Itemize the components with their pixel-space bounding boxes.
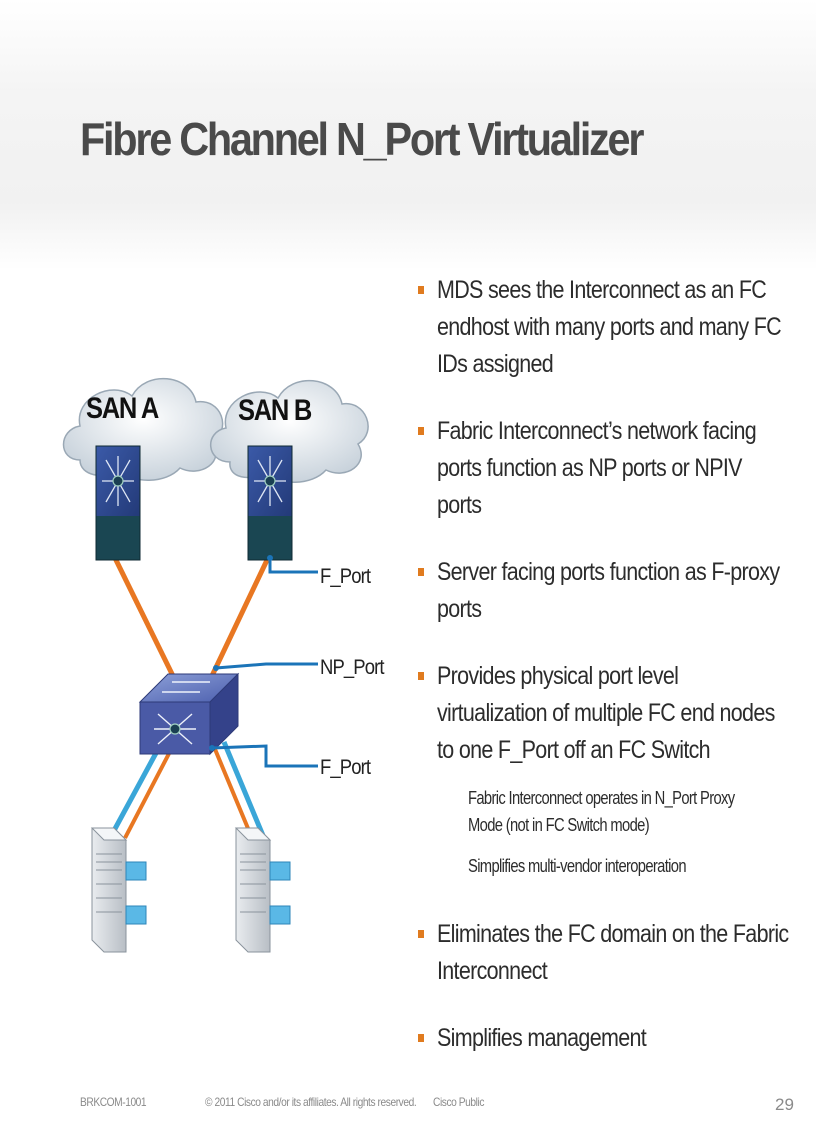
f-port-bottom-callout (209, 744, 318, 768)
mds-switch-b (247, 445, 293, 561)
bullet-list: MDS sees the Interconnect as an FC endho… (418, 272, 789, 1087)
server-links (107, 740, 267, 840)
footer-session-code: BRKCOM-1001 (80, 1095, 147, 1109)
san-a-label: SAN A (86, 392, 159, 425)
bullet-item: Eliminates the FC domain on the Fabric I… (418, 916, 789, 990)
sub-bullet-item: Fabric Interconnect operates in N_Port P… (418, 785, 778, 839)
bullet-item: MDS sees the Interconnect as an FC endho… (418, 272, 782, 383)
san-b-label: SAN B (238, 394, 312, 427)
server-1 (90, 827, 147, 953)
bullet-marker (418, 930, 424, 938)
np-port-callout (213, 662, 318, 671)
title-band (0, 0, 816, 270)
uplink-a (112, 556, 178, 682)
bullet-text: Provides physical port level virtualizat… (437, 662, 775, 764)
f-port-bottom-label: F_Port (320, 756, 371, 779)
npv-topology-diagram: SAN A SAN B F_Port NP_Port F_Port (40, 350, 400, 970)
bullet-text: Eliminates the FC domain on the Fabric I… (437, 920, 789, 985)
bullet-marker (418, 427, 424, 435)
sub-bullet-text: Fabric Interconnect operates in N_Port P… (468, 788, 735, 835)
bullet-item: Server facing ports function as F-proxy … (418, 554, 780, 628)
bullet-marker (418, 672, 424, 680)
uplink-b (207, 556, 271, 682)
f-port-top-label: F_Port (320, 565, 371, 588)
bullet-marker (418, 1034, 424, 1042)
bullet-text: MDS sees the Interconnect as an FC endho… (437, 276, 782, 378)
topology-graphic (62, 377, 369, 953)
fabric-interconnect-switch (138, 672, 240, 756)
page-number: 29 (775, 1095, 794, 1114)
bullet-item: Simplifies management (418, 1020, 778, 1057)
footer-copyright: © 2011 Cisco and/or its affiliates. All … (205, 1095, 417, 1109)
bullet-marker (418, 286, 424, 294)
bullet-text: Fabric Interconnect’s network facing por… (437, 417, 757, 519)
slide-title: Fibre Channel N_Port Virtualizer (80, 113, 644, 165)
footer-classification: Cisco Public (433, 1095, 485, 1109)
f-port-top-callout (267, 555, 318, 574)
sub-bullet-item: Simplifies multi-vendor interoperation (418, 853, 778, 880)
bullet-text: Server facing ports function as F-proxy … (437, 558, 780, 623)
bullet-item: Fabric Interconnect’s network facing por… (418, 413, 778, 524)
bullet-item: Provides physical port level virtualizat… (418, 658, 778, 769)
sub-bullet-text: Simplifies multi-vendor interoperation (468, 856, 687, 876)
np-port-label: NP_Port (320, 656, 385, 679)
mds-switch-a (95, 445, 141, 561)
bullet-marker (418, 568, 424, 576)
server-2 (234, 827, 291, 953)
bullet-text: Simplifies management (437, 1024, 647, 1052)
